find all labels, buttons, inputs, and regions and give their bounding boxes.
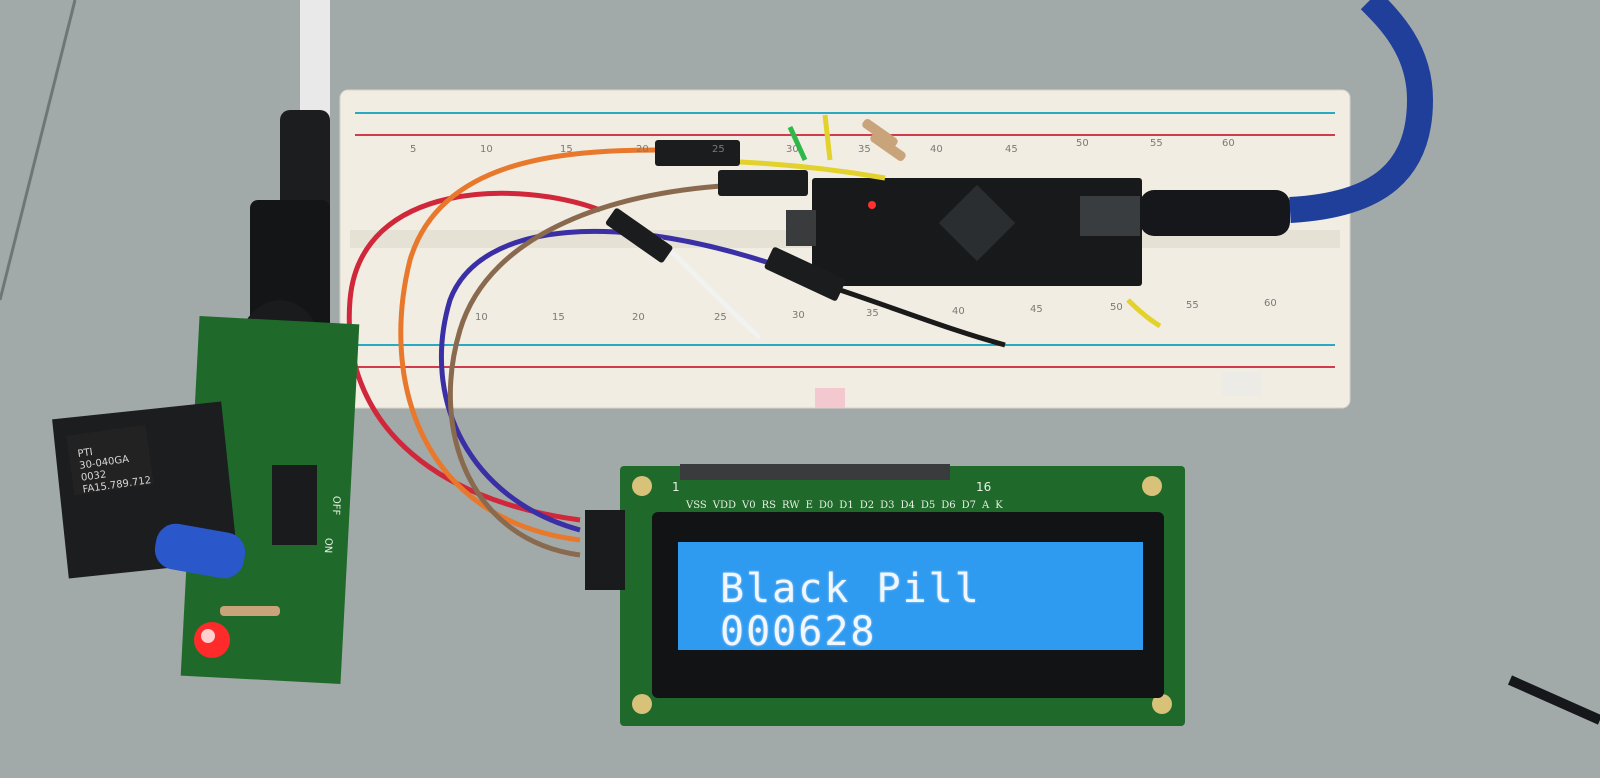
breadboard-col-number: 40 bbox=[952, 306, 965, 317]
switch-off-label: OFF bbox=[329, 495, 342, 516]
breadboard-col-number: 45 bbox=[1005, 144, 1018, 155]
lcd-screen bbox=[678, 542, 1143, 650]
pin-label: VDD bbox=[712, 500, 737, 511]
lcd-line-2: 000628 bbox=[720, 609, 877, 655]
breadboard-col-number: 10 bbox=[475, 312, 488, 323]
breadboard-col-number: 50 bbox=[1076, 138, 1089, 149]
lcd-module bbox=[585, 464, 1185, 726]
pin-label: K bbox=[995, 500, 1003, 511]
pin-label: RW bbox=[782, 500, 800, 511]
lcd-line-1: Black Pill bbox=[720, 566, 981, 612]
pin-label: VSS bbox=[686, 500, 707, 511]
pin-label: D4 bbox=[900, 500, 915, 511]
breadboard-col-number: 35 bbox=[866, 308, 879, 319]
breadboard-col-number: 5 bbox=[410, 144, 417, 155]
lcd-pin-last: 16 bbox=[976, 480, 992, 494]
breadboard-col-number: 40 bbox=[930, 144, 943, 155]
pin-label: E bbox=[805, 500, 813, 511]
usb-cable bbox=[1140, 0, 1434, 236]
breadboard-col-number: 30 bbox=[786, 144, 799, 155]
switch-on-label: ON bbox=[321, 537, 334, 554]
pin-label: RS bbox=[761, 500, 776, 511]
breadboard-col-number: 55 bbox=[1150, 138, 1163, 149]
breadboard-col-number: 20 bbox=[636, 144, 649, 155]
breadboard-col-number: 20 bbox=[632, 312, 645, 323]
pin-label: D3 bbox=[880, 500, 895, 511]
breadboard-col-number: 60 bbox=[1264, 298, 1277, 309]
breadboard-col-number: 15 bbox=[552, 312, 565, 323]
power-module bbox=[52, 316, 360, 684]
pin-label: A bbox=[982, 500, 990, 511]
breadboard-col-number: 55 bbox=[1186, 300, 1199, 311]
black-pill-board bbox=[786, 178, 1142, 286]
breadboard-col-number: 25 bbox=[714, 312, 727, 323]
pin-label: V0 bbox=[742, 500, 756, 511]
breadboard-col-number: 15 bbox=[560, 144, 573, 155]
lcd-pin-first: 1 bbox=[672, 480, 680, 494]
breadboard-col-number: 35 bbox=[858, 144, 871, 155]
pin-label: D0 bbox=[818, 500, 834, 511]
lcd-pin-labels: VSS VDD V0 RS RW E D0 D1 D2 D3 D4 D5 D6 … bbox=[686, 500, 1003, 511]
pin-label: D1 bbox=[839, 500, 854, 511]
power-module-chip-label: PTI 30-040GA 0032 FA15.789.712 bbox=[77, 439, 152, 496]
breadboard-col-number: 25 bbox=[712, 144, 725, 155]
breadboard-col-number: 45 bbox=[1030, 304, 1043, 315]
breadboard-col-number: 50 bbox=[1110, 302, 1123, 313]
pin-label: D7 bbox=[961, 500, 977, 511]
breadboard-col-number: 30 bbox=[792, 310, 805, 321]
jumper-wires bbox=[346, 114, 1162, 558]
pin-label: D5 bbox=[920, 500, 936, 511]
pin-label: D2 bbox=[859, 500, 875, 511]
breadboard-col-number: 60 bbox=[1222, 138, 1235, 149]
breadboard-col-number: 10 bbox=[480, 144, 493, 155]
pin-label: D6 bbox=[941, 500, 956, 511]
